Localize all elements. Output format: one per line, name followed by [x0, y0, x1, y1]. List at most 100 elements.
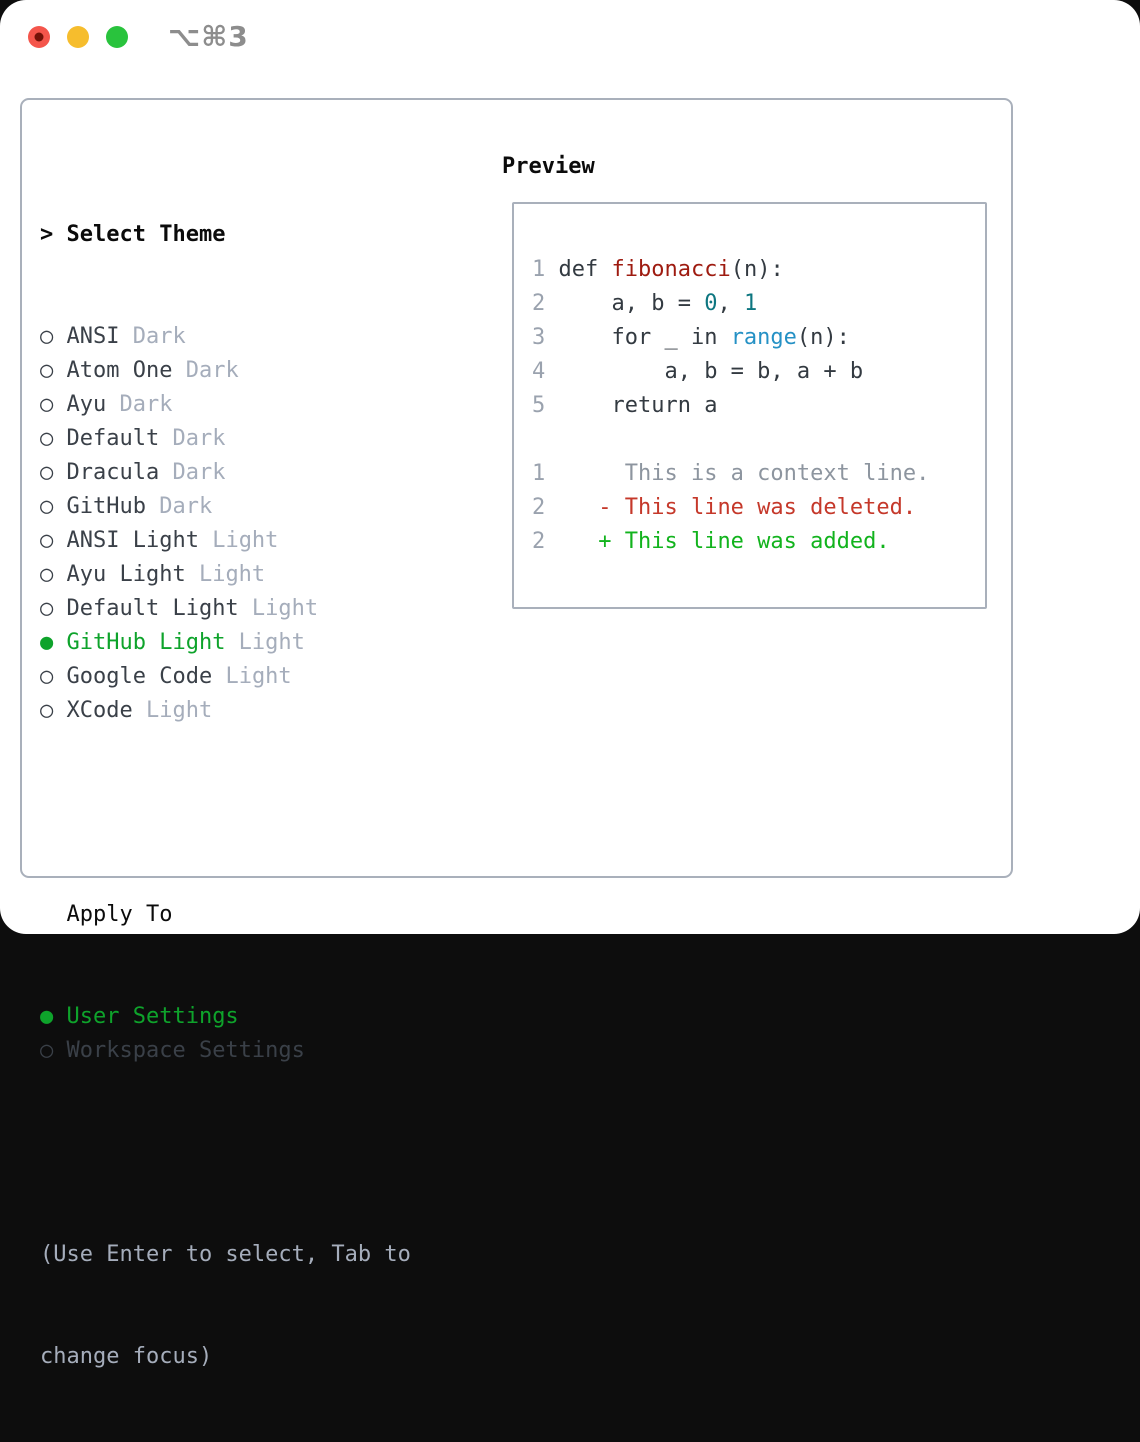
close-dot-icon: [34, 32, 44, 42]
theme-option[interactable]: ● GitHub Light Light: [40, 626, 411, 660]
option-label: Google Code: [53, 664, 213, 689]
theme-selector-panel: > Select Theme ○ ANSI Dark○ Atom One Dar…: [20, 98, 1013, 1369]
theme-option[interactable]: ○ Default Light Light: [40, 592, 411, 626]
option-label: Workspace Settings: [53, 1038, 305, 1063]
code-line: 5 return a: [532, 389, 929, 423]
theme-option[interactable]: ○ Ayu Light Light: [40, 558, 411, 592]
code-segment: a, b = b, a + b: [558, 359, 864, 384]
theme-option[interactable]: ○ XCode Light: [40, 694, 411, 728]
app-window: ⌥⌘3 > Select Theme ○ ANSI Dark○ Atom One…: [0, 0, 1140, 1369]
option-tag: Light: [185, 562, 266, 587]
code-line: 2 + This line was added.: [532, 525, 929, 559]
radio-unselected-icon: ○: [40, 562, 54, 587]
code-segment: + This line was added.: [558, 529, 890, 554]
code-segment: fibonacci: [611, 257, 731, 282]
code-line: 2 a, b = 0, 1: [532, 287, 929, 321]
code-segment: for _ in: [558, 325, 731, 350]
radio-selected-icon: ●: [40, 630, 54, 655]
line-number: 2: [532, 529, 559, 554]
theme-list: ○ ANSI Dark○ Atom One Dark○ Ayu Dark○ De…: [40, 320, 411, 728]
option-tag: Dark: [145, 494, 213, 519]
apply-to-option[interactable]: ● User Settings: [40, 1000, 411, 1034]
code-segment: (n):: [796, 325, 850, 350]
theme-option[interactable]: ○ Atom One Dark: [40, 354, 411, 388]
option-tag: Dark: [172, 358, 239, 383]
radio-unselected-icon: ○: [40, 596, 54, 621]
zoom-button[interactable]: [106, 26, 128, 48]
spacer: [40, 1136, 411, 1170]
radio-unselected-icon: ○: [40, 324, 54, 349]
radio-unselected-icon: ○: [40, 392, 54, 417]
code-segment: - This line was deleted.: [558, 495, 917, 520]
apply-to-options: ● User Settings○ Workspace Settings: [40, 1000, 411, 1068]
code-segment: This is a context line.: [558, 461, 930, 486]
option-tag: Light: [198, 528, 279, 553]
line-number: 3: [532, 325, 559, 350]
close-button[interactable]: [28, 26, 50, 48]
option-tag: Light: [132, 698, 213, 723]
code-segment: 1: [743, 291, 758, 316]
option-label: Default: [53, 426, 160, 451]
option-label: Atom One: [53, 358, 173, 383]
option-tag: Dark: [159, 426, 226, 451]
select-theme-heading: > Select Theme: [40, 218, 411, 252]
theme-option[interactable]: ○ Google Code Light: [40, 660, 411, 694]
minimize-button[interactable]: [67, 26, 89, 48]
option-tag: Light: [238, 596, 319, 621]
preview-heading: Preview: [502, 154, 595, 179]
radio-unselected-icon: ○: [40, 664, 54, 689]
option-tag: Dark: [106, 392, 173, 417]
apply-to-option[interactable]: ○ Workspace Settings: [40, 1034, 411, 1068]
radio-unselected-icon: ○: [40, 1038, 54, 1063]
option-label: ANSI: [53, 324, 120, 349]
apply-to-label: Apply To: [66, 902, 173, 927]
theme-option[interactable]: ○ Ayu Dark: [40, 388, 411, 422]
radio-unselected-icon: ○: [40, 358, 54, 383]
code-segment: a, b =: [558, 291, 705, 316]
option-label: XCode: [53, 698, 133, 723]
theme-option[interactable]: ○ Dracula Dark: [40, 456, 411, 490]
code-line: 3 for _ in range(n):: [532, 321, 929, 355]
code-line: 4 a, b = b, a + b: [532, 355, 929, 389]
line-number: 2: [532, 495, 559, 520]
traffic-lights: [28, 26, 128, 48]
hint-line-1: (Use Enter to select, Tab to: [40, 1242, 411, 1267]
code-line: 2 - This line was deleted.: [532, 491, 929, 525]
option-label: Ayu: [53, 392, 107, 417]
option-label: Dracula: [53, 460, 160, 485]
option-tag: Dark: [119, 324, 186, 349]
line-number: [532, 427, 559, 452]
theme-option[interactable]: ○ ANSI Light Light: [40, 524, 411, 558]
option-label: GitHub: [53, 494, 146, 519]
theme-option[interactable]: ○ GitHub Dark: [40, 490, 411, 524]
option-tag: Dark: [159, 460, 226, 485]
radio-unselected-icon: ○: [40, 528, 54, 553]
page-title: Select Theme: [66, 222, 226, 247]
code-segment: range: [730, 325, 797, 350]
code-blank-line: [532, 423, 929, 457]
theme-option[interactable]: ○ ANSI Dark: [40, 320, 411, 354]
option-label: GitHub Light: [53, 630, 226, 655]
apply-to-heading: Apply To: [40, 898, 411, 932]
code-segment: return a: [558, 393, 718, 418]
line-number: 1: [532, 257, 559, 282]
line-number: 1: [532, 461, 559, 486]
radio-selected-icon: ●: [40, 1004, 54, 1029]
option-label: User Settings: [53, 1004, 239, 1029]
line-number: 4: [532, 359, 559, 384]
prompt-caret-icon: >: [40, 222, 54, 247]
line-number: 5: [532, 393, 559, 418]
code-segment: 0: [704, 291, 718, 316]
keyboard-shortcut-label: ⌥⌘3: [168, 20, 249, 53]
option-tag: Light: [225, 630, 305, 655]
option-label: ANSI Light: [53, 528, 199, 553]
radio-unselected-icon: ○: [40, 494, 54, 519]
line-number: 2: [532, 291, 559, 316]
theme-list-column: > Select Theme ○ ANSI Dark○ Atom One Dar…: [40, 150, 411, 1442]
theme-option[interactable]: ○ Default Dark: [40, 422, 411, 456]
code-line: 1 This is a context line.: [532, 457, 929, 491]
option-label: Ayu Light: [53, 562, 186, 587]
radio-unselected-icon: ○: [40, 698, 54, 723]
